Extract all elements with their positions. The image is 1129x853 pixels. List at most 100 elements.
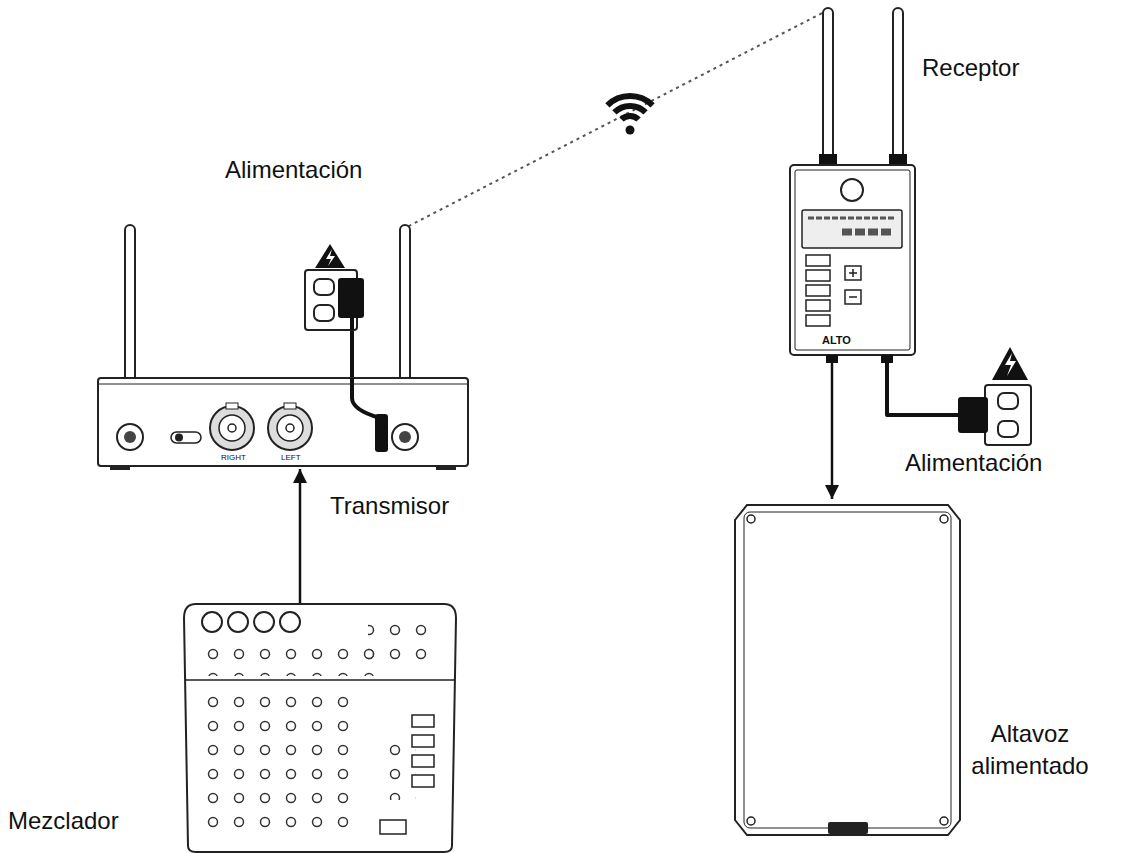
speaker-badge	[828, 822, 868, 834]
jack-latch	[226, 403, 238, 409]
body-edge	[98, 384, 468, 385]
receiver-knob	[841, 179, 863, 201]
brand-label: ALTO	[822, 334, 851, 346]
lcd-segments	[808, 217, 896, 220]
power-cord	[350, 318, 354, 330]
receiver-button	[806, 255, 830, 266]
speaker-box: Altavoz alimentado	[735, 505, 960, 835]
power-adapter	[338, 278, 364, 318]
device-label: Altavoz alimentado	[950, 718, 1110, 783]
device-label: Alimentación	[225, 154, 362, 186]
signal-arrow	[299, 469, 302, 603]
combo-jack	[268, 406, 312, 450]
mic-input	[280, 612, 300, 632]
warning-triangle	[315, 244, 345, 268]
screw	[940, 817, 948, 825]
combo-jack	[219, 415, 245, 441]
wifi-arc	[622, 116, 639, 120]
outlet-socket	[998, 421, 1018, 437]
power-cord	[350, 330, 354, 378]
receiver-button	[806, 270, 830, 281]
antenna	[893, 8, 903, 160]
mixer-knobs	[200, 640, 382, 676]
powered-speaker	[735, 505, 960, 835]
mixer-knobs	[380, 740, 416, 800]
mic-input	[202, 612, 222, 632]
outlet-socket	[998, 393, 1018, 409]
wifi-arc	[607, 96, 652, 105]
foot	[110, 466, 130, 470]
lcd-segments	[842, 229, 892, 236]
power-outlet	[305, 244, 364, 330]
mixer-button	[412, 775, 434, 787]
combo-jack	[277, 415, 303, 441]
mixer-knobs	[200, 690, 356, 840]
mixer-box: Mezclador	[183, 603, 457, 853]
wifi-arc	[614, 106, 645, 112]
antenna	[823, 8, 833, 160]
receiver-body	[790, 165, 915, 355]
mic-input	[228, 612, 248, 632]
lcd-display	[802, 210, 902, 248]
antenna-connector	[399, 431, 411, 443]
receiver-box: Receptor	[790, 165, 915, 355]
mixer-console	[184, 604, 456, 852]
power-outlet	[958, 347, 1031, 445]
output-connector	[826, 355, 838, 363]
wireless-link	[405, 10, 828, 378]
power-cord	[352, 378, 380, 418]
device-label: Transmisor	[330, 490, 449, 522]
receiver-face	[795, 170, 910, 350]
speaker-cabinet	[735, 505, 960, 835]
mode-switch	[171, 432, 201, 443]
device-label: Mezclador	[8, 805, 119, 837]
antenna-connector	[124, 431, 136, 443]
outlet-plate	[985, 385, 1031, 445]
mic-input	[254, 612, 274, 632]
jack-latch	[284, 403, 296, 409]
device-label: Alimentación	[905, 447, 1042, 479]
mixer-button	[412, 715, 434, 727]
antenna-connector	[392, 424, 418, 450]
device-label: Receptor	[922, 52, 1019, 84]
power-cord	[887, 363, 960, 415]
minus-button	[845, 290, 861, 304]
outlet-socket	[314, 305, 334, 321]
combo-jack	[228, 424, 236, 432]
warning-triangle	[992, 347, 1028, 380]
mixer-button	[412, 735, 434, 747]
jack-label: RIGHT	[221, 453, 246, 462]
mixer-divider	[186, 679, 454, 681]
transmitter-unit	[98, 225, 468, 470]
plus-sign	[849, 269, 857, 277]
power-outlet: Alimentación	[985, 385, 1031, 445]
outlet-socket	[314, 279, 334, 295]
screw	[747, 817, 755, 825]
screw	[747, 515, 755, 523]
switch-knob	[175, 434, 183, 442]
mixer-body	[184, 604, 456, 852]
wifi-dot	[626, 126, 635, 135]
wifi-symbol	[607, 96, 652, 134]
power-plug	[375, 414, 388, 452]
antenna-connector	[117, 424, 143, 450]
mixer-button	[412, 755, 434, 767]
signal-arrow	[831, 363, 834, 499]
power-adapter	[958, 397, 988, 433]
receiver-button	[806, 315, 830, 326]
transmitter-body	[98, 378, 468, 466]
power-outlet: Alimentación	[305, 268, 357, 330]
speaker-grille	[744, 512, 951, 828]
mixer-button	[380, 820, 406, 834]
power-connector	[881, 355, 893, 363]
mixer-knobs	[368, 622, 440, 672]
plus-button	[845, 266, 861, 280]
jack-label: LEFT	[281, 453, 301, 462]
combo-jack	[210, 406, 254, 450]
combo-jack	[286, 424, 294, 432]
foot	[436, 466, 456, 470]
receiver-button	[806, 300, 830, 311]
